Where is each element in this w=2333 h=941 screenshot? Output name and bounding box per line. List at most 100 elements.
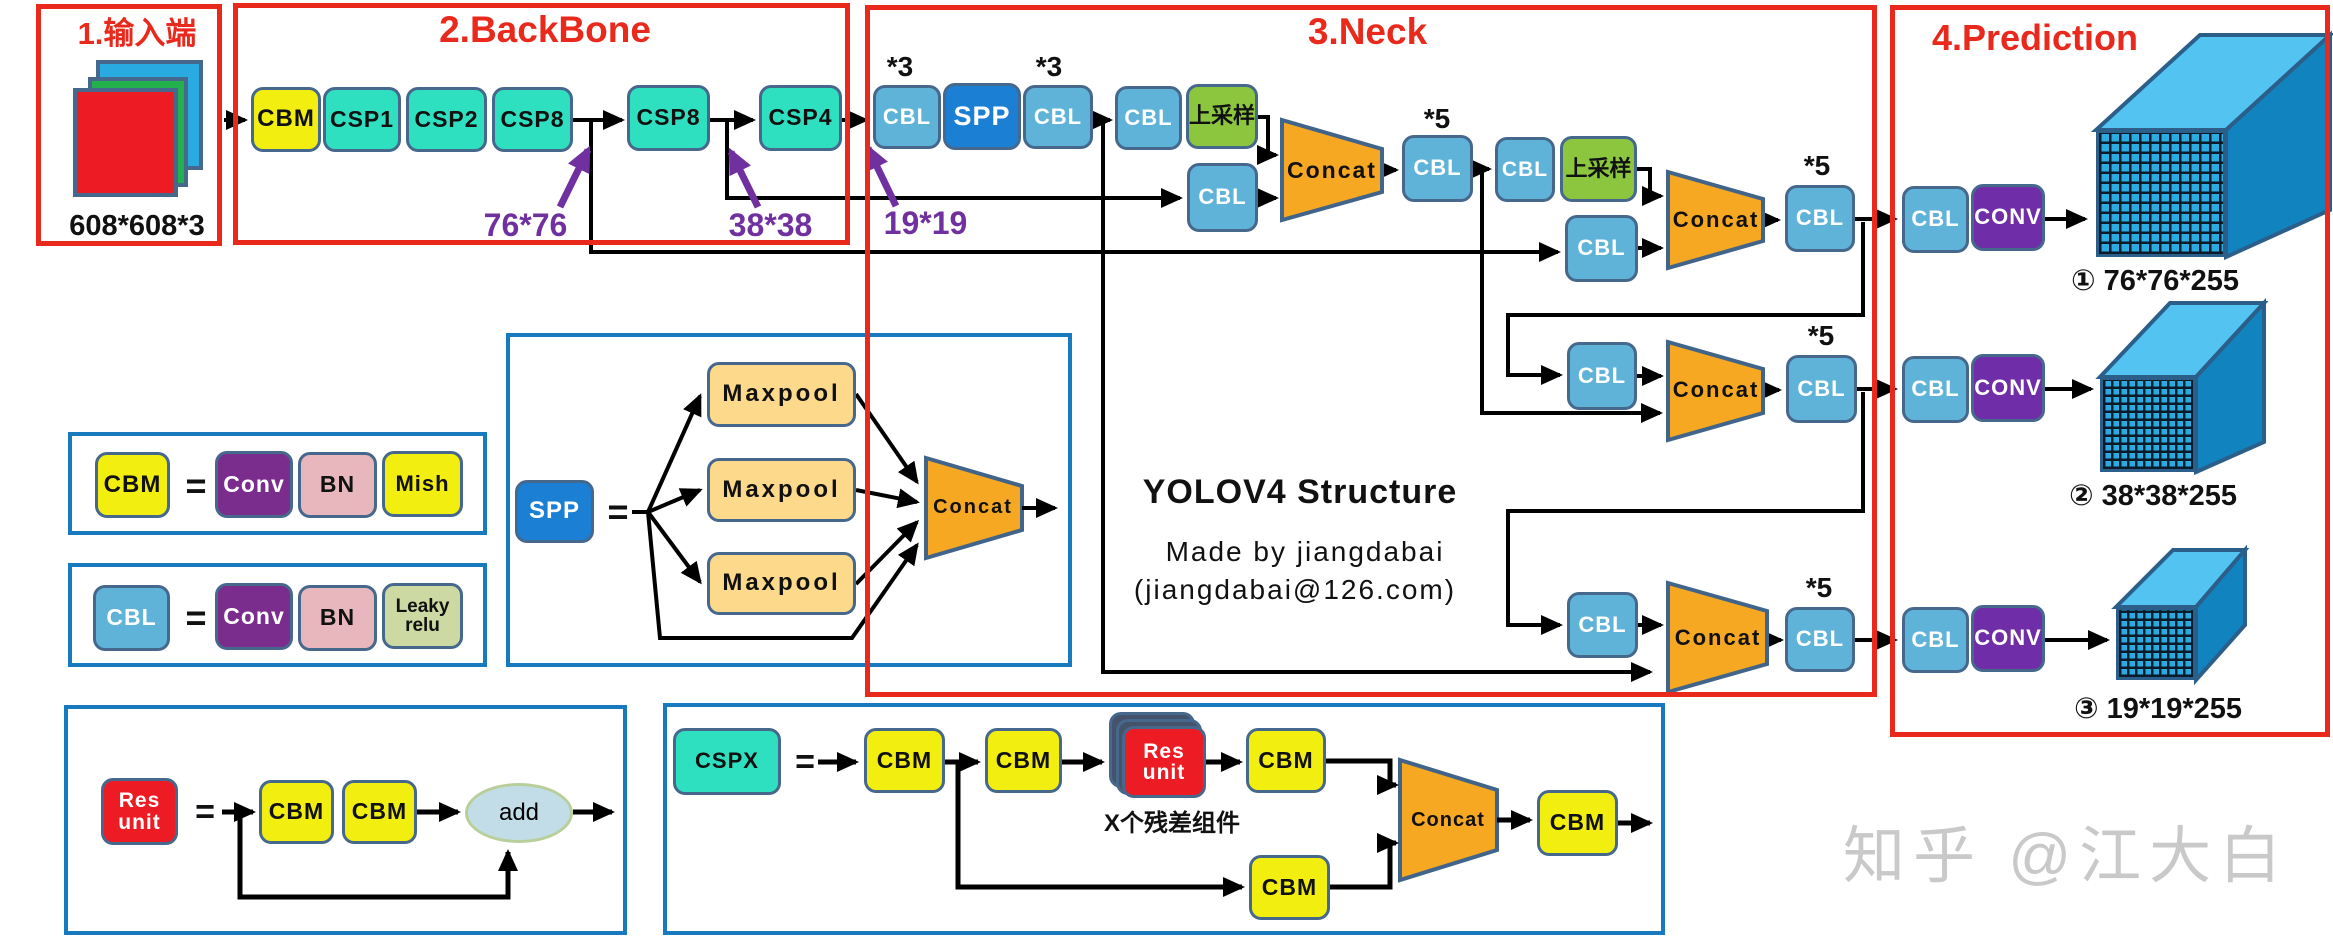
add-label: add [498,799,540,826]
credit-email: (jiangdabai@126.com) [1133,574,1457,605]
neck-cbl-x5-row2: CBL [1786,355,1857,423]
pred1-conv: CONV [1971,184,2045,251]
neck-cbl-x5-row1b: CBL [1785,185,1855,252]
mult5-label-row1b: *5 [1803,150,1831,181]
backbone-csp2-block: CSP2 [406,87,487,152]
neck-cbl-x5-row3: CBL [1785,607,1855,672]
cspx-res-line1: Res [1143,739,1185,763]
backbone-cbm-block: CBM [251,87,321,152]
leaky-line1: Leaky [395,595,450,617]
neck-cbl-2: CBL [1023,85,1093,149]
backbone-csp8b-block: CSP8 [627,85,710,151]
legend-cspx-res-unit: Res unit [1122,726,1206,798]
legend-cspx-cbm-lower: CBM [1249,855,1330,920]
cspx-legend-wires [818,752,1653,897]
neck-section-frame [865,5,1877,697]
cube-3-side [2194,544,2247,686]
neck-cbl-4: CBL [1495,137,1555,202]
legend-cbl-bn: BN [298,585,377,651]
legend-spp-block: SPP [515,480,594,543]
legend-spp-box [506,333,1072,667]
neck-upsample-2: 上采样 [1560,136,1637,202]
legend-res-cbm2: CBM [342,780,417,844]
neck-cbl-38-feeder: CBL [1187,163,1258,232]
neck-spp-block: SPP [943,83,1021,150]
legend-res-block: Res unit [101,778,178,845]
spp-legend-concat-shape [924,455,1024,561]
legend-cspx-block: CSPX [673,728,781,795]
mult5-label-row1: *5 [1423,103,1451,134]
neck-cbl-down-2: CBL [1567,342,1637,410]
legend-cspx-cbm3: CBM [1246,728,1326,793]
credit-title: YOLOV4 Structure [1142,472,1458,511]
concat-4-label: Concat [1674,625,1762,650]
mult5-label-row3: *5 [1805,572,1833,603]
pred1-cbl: CBL [1902,186,1969,253]
backbone-section-frame [233,3,850,245]
legend-maxpool-1: Maxpool [707,362,856,427]
prediction-section-frame [1890,5,2330,737]
legend-cbl-equals: = [185,597,207,638]
legend-cspx-cbm1: CBM [864,728,945,793]
legend-cbm-box [68,432,487,535]
legend-cspx-concat-label: Concat [1411,808,1485,831]
legend-cbm-conv: Conv [215,451,293,518]
legend-cspx-cbm4: CBM [1537,790,1618,856]
res-line2: unit [118,810,161,834]
legend-res-equals: = [195,792,215,831]
input-dims-label: 608*608*3 [69,209,205,242]
input-section-title: 1.输入端 [77,15,197,51]
neck-upsample-1: 上采样 [1186,84,1258,149]
credit-author: Made by jiangdabai [1165,536,1445,567]
legend-maxpool-2: Maxpool [707,458,856,522]
pred2-cbl: CBL [1902,356,1969,423]
legend-spp-equals: = [607,491,629,532]
pred3-dims-label: ③ 19*19*255 [2073,692,2243,725]
mult3-label-2: *3 [1035,51,1063,82]
concat-shapes [924,117,1769,883]
annotation-76x76: 76*76 [483,206,568,243]
mult5-label-row2: *5 [1807,320,1835,351]
neck-section-title: 3.Neck [1307,11,1428,52]
concat-2-label: Concat [1672,207,1760,232]
legend-cspx-cbm2: CBM [985,728,1062,793]
neck-cbl-down-3: CBL [1567,592,1638,658]
legend-maxpool-3: Maxpool [707,552,856,615]
input-section-frame [36,4,222,246]
legend-cbm-block: CBM [95,452,170,518]
concat-3-label: Concat [1672,377,1760,402]
res-line1: Res [118,789,161,813]
backbone-csp8-block: CSP8 [492,87,573,152]
cube-3-front [2116,607,2196,680]
concat-4-shape [1666,580,1769,695]
pred2-dims-label: ② 38*38*255 [2068,479,2238,512]
backbone-section-title: 2.BackBone [439,9,651,50]
concat-1-shape [1280,117,1384,223]
cube-2-front [2100,377,2196,472]
cube-2-side [2194,297,2266,476]
pred3-cbl: CBL [1902,607,1969,673]
cspx-legend-concat-shape [1398,757,1499,883]
legend-res-box [64,705,627,935]
legend-spp-concat-label: Concat [933,495,1013,518]
annotation-19x19: 19*19 [883,204,968,241]
neck-cbl-76-feeder: CBL [1565,215,1638,282]
legend-cbm-bn: BN [298,452,377,518]
legend-cbl-box [68,563,487,667]
cube-faces [2090,30,2333,686]
concat-1-label: Concat [1287,156,1377,183]
cspx-res-line2: unit [1142,761,1186,784]
pred1-dims-label: ① 76*76*255 [2070,264,2240,297]
legend-res-cbm1: CBM [259,780,334,844]
annotation-arrows [556,143,900,209]
res-legend-wires [222,802,615,900]
cspx-res-caption: X个残差组件 [1103,809,1240,837]
neck-cbl-3: CBL [1115,86,1182,150]
legend-res-add: add [465,783,573,843]
watermark-text: 知乎 @江大白 [1843,822,2290,891]
prediction-section-title: 4.Prediction [1931,17,2139,58]
input-image-red [73,88,178,197]
leaky-line2: relu [405,615,440,636]
